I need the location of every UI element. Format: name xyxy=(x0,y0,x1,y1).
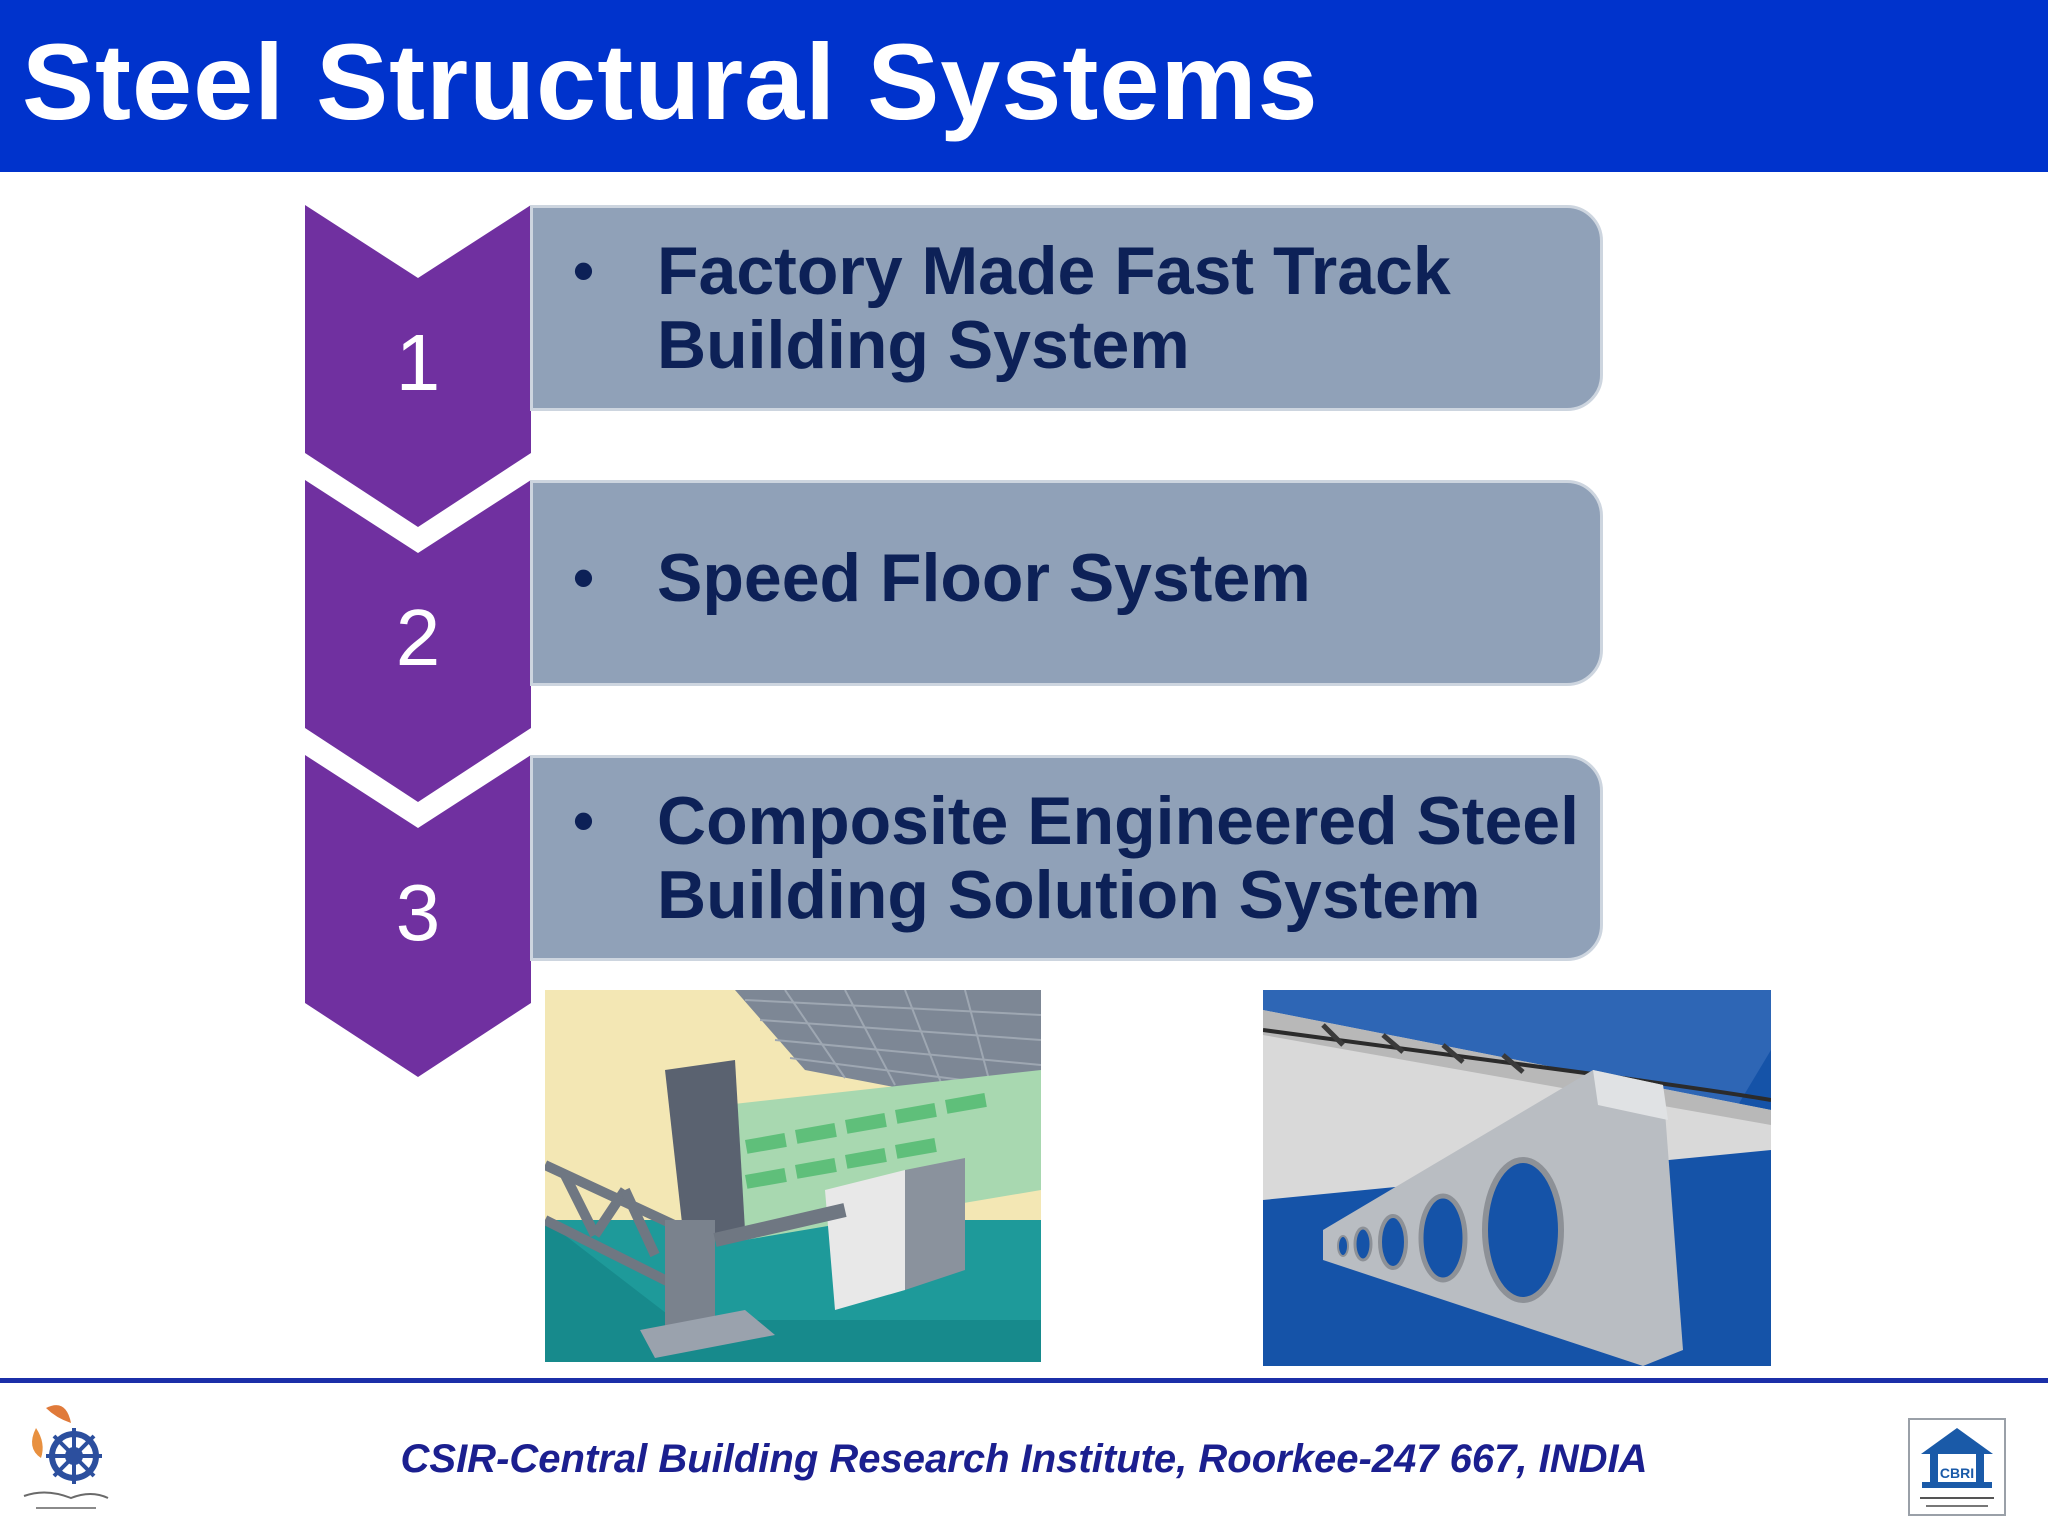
csir-75-years-logo xyxy=(16,1398,112,1516)
cbri-logo: CBRI xyxy=(1908,1418,2006,1516)
step-1-number: 1 xyxy=(395,318,441,407)
slide-title: Steel Structural Systems xyxy=(22,21,1319,142)
step-3-box: • Composite Engineered Steel Building So… xyxy=(530,755,1603,961)
footer-institute: CSIR-Central Building Research Institute… xyxy=(400,1437,1648,1481)
step-1-chevron xyxy=(305,205,531,527)
step-2-number: 2 xyxy=(395,593,441,682)
step-1-box: • Factory Made Fast Track Building Syste… xyxy=(530,205,1603,411)
cbri-logo-text: CBRI xyxy=(1940,1465,1974,1481)
step-1-text: • Factory Made Fast Track Building Syste… xyxy=(573,234,1580,382)
step-2-box: • Speed Floor System xyxy=(530,480,1603,686)
step-3-line-1: Composite Engineered Steel xyxy=(657,783,1579,859)
step-3-line-2: Building Solution System xyxy=(657,857,1481,933)
floor-system-illustration xyxy=(545,990,1041,1362)
step-3-number: 3 xyxy=(395,868,441,957)
title-bar: Steel Structural Systems xyxy=(0,0,2048,172)
step-2-text: • Speed Floor System xyxy=(573,541,1580,615)
step-3-text: • Composite Engineered Steel Building So… xyxy=(573,784,1580,932)
footer-divider xyxy=(0,1378,2048,1383)
step-2-bullet: • xyxy=(573,544,595,611)
step-1-bullet: • xyxy=(573,237,595,304)
step-3-bullet: • xyxy=(573,787,595,854)
step-2-line-1: Speed Floor System xyxy=(657,540,1311,616)
step-1-line-2: Building System xyxy=(657,307,1190,383)
step-3-chevron xyxy=(305,755,531,1077)
composite-beam-illustration xyxy=(1263,990,1771,1366)
step-2-chevron xyxy=(305,480,531,802)
step-1-line-1: Factory Made Fast Track xyxy=(657,233,1451,309)
